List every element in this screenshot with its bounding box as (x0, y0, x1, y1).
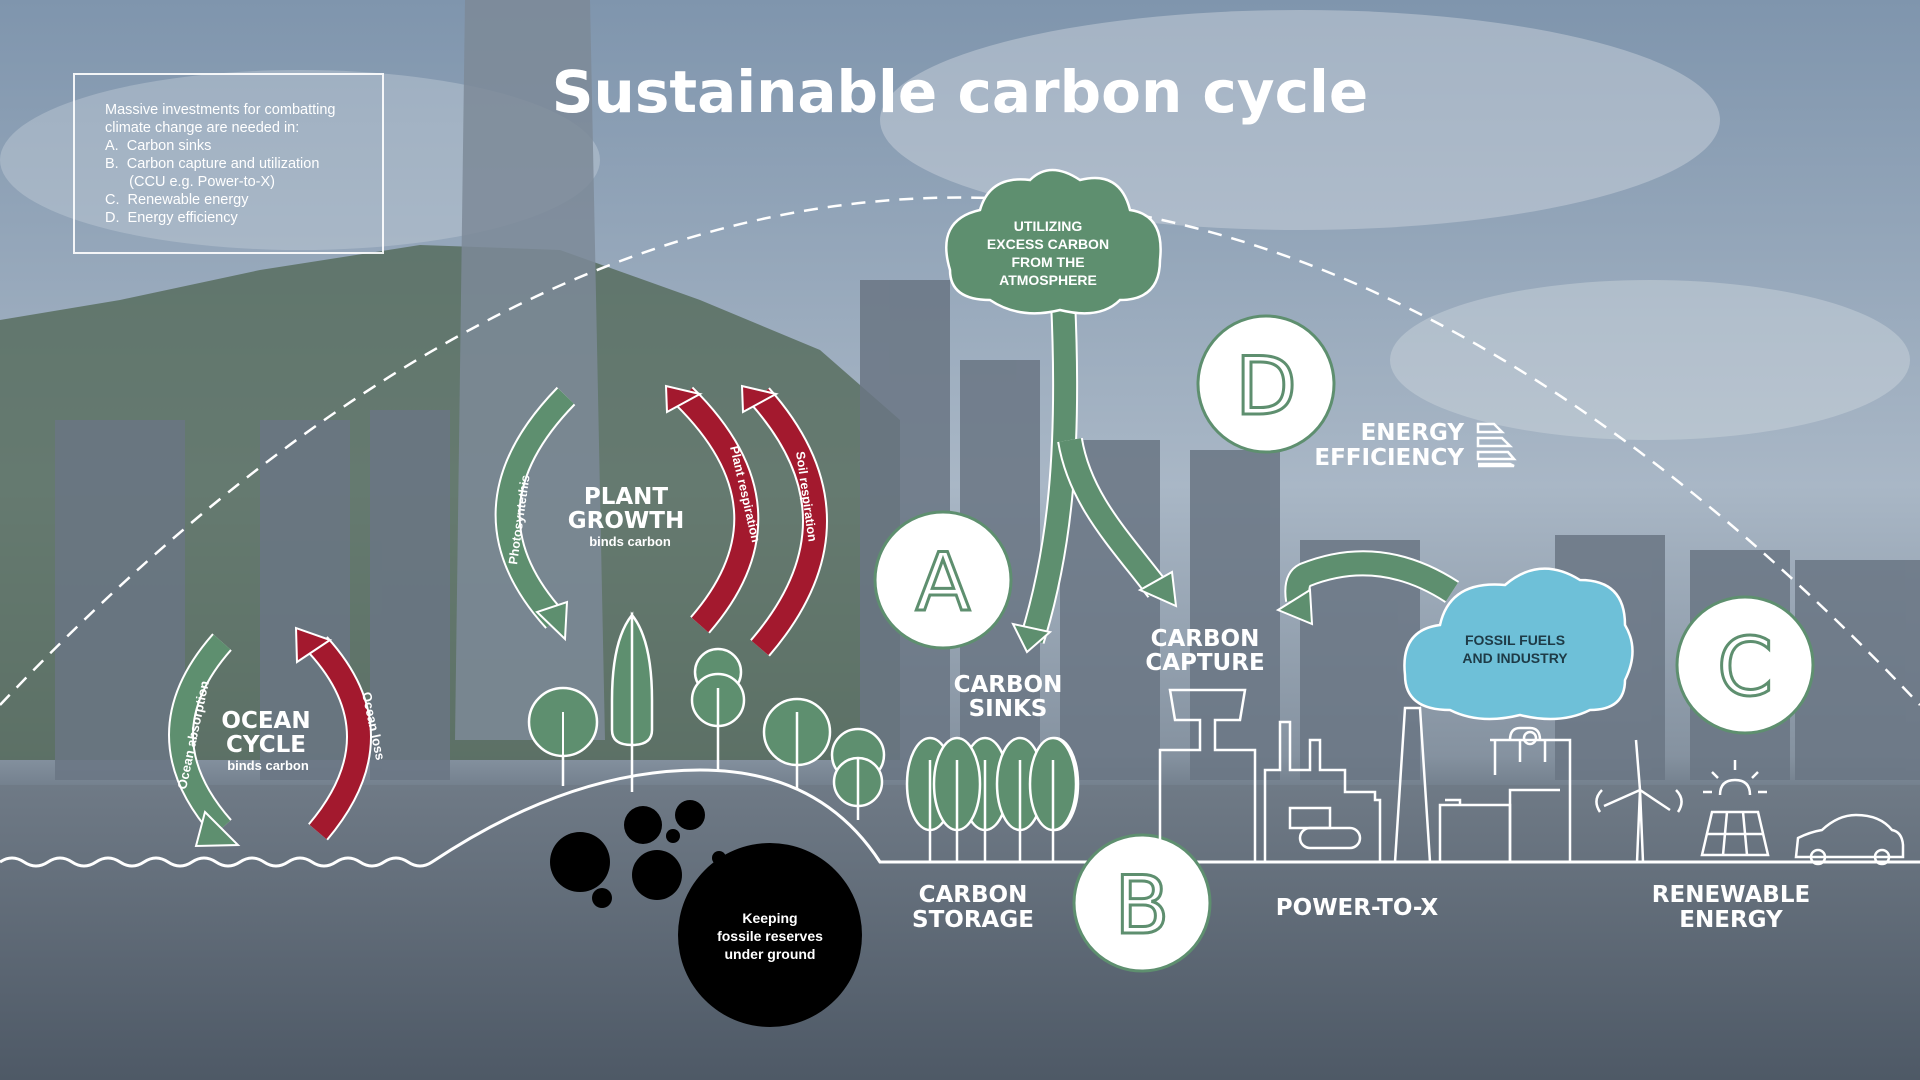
soil-respiration-arrow (740, 384, 828, 657)
legend-intro-line1: Massive investments for combatting (105, 102, 336, 118)
carbon-sinks-line1: CARBON (954, 672, 1063, 698)
fossil-to-capture-arrow (1275, 550, 1460, 626)
carbon-sink-trees (905, 736, 1080, 862)
renewable-energy-line2: ENERGY (1679, 907, 1783, 933)
svg-text:C: C (1717, 621, 1773, 714)
letter-circle-d: D (1196, 314, 1336, 454)
svg-text:B: B (1115, 859, 1170, 952)
atmosphere-line1: UTILIZING (1014, 218, 1083, 234)
carbon-storage-line2: STORAGE (912, 907, 1034, 933)
plant-respiration-arrow (664, 384, 760, 634)
ocean-absorption-arrow (168, 633, 241, 848)
letter-circle-a: A (873, 510, 1013, 650)
carbon-cycle-dashed-arc (0, 196, 1920, 706)
industry-outline (1158, 688, 1572, 863)
plant-trees (527, 611, 886, 820)
legend-item-c: C. Renewable energy (105, 192, 249, 208)
carbon-storage-line1: CARBON (919, 882, 1028, 908)
atmosphere-cloud (945, 168, 1162, 315)
plant-growth-subtitle: binds carbon (589, 534, 671, 549)
plant-growth-title-line1: PLANT (584, 484, 669, 510)
atmosphere-down-arrows (1011, 299, 1178, 654)
svg-text:D: D (1235, 340, 1297, 433)
legend-intro-line2: climate change are needed in: (105, 120, 300, 136)
energy-efficiency-line1: ENERGY (1361, 420, 1465, 446)
carbon-sinks-line2: SINKS (969, 696, 1048, 722)
atmosphere-line3: FROM THE (1011, 254, 1084, 270)
letter-circle-c: C (1675, 595, 1815, 735)
fossil-fuels-line1: FOSSIL FUELS (1465, 632, 1565, 648)
letter-circle-b: B (1072, 833, 1212, 973)
page-title: Sustainable carbon cycle (552, 58, 1368, 126)
atmosphere-line4: ATMOSPHERE (999, 272, 1097, 288)
carbon-capture-line2: CAPTURE (1145, 650, 1264, 676)
fossil-reserve-blobs (550, 800, 862, 1027)
electric-car-icon (1794, 813, 1905, 866)
photosynthesis-arrow (494, 386, 576, 642)
investment-legend-box: Massive investments for combatting clima… (73, 73, 384, 254)
ocean-cycle-title-line2: CYCLE (226, 732, 306, 758)
renewable-energy-line1: RENEWABLE (1652, 882, 1810, 908)
svg-text:A: A (916, 536, 971, 629)
reserves-line1: Keeping (742, 910, 797, 926)
energy-efficiency-icon (1476, 422, 1517, 468)
ocean-cycle-title-line1: OCEAN (221, 708, 310, 734)
fossil-fuels-line2: AND INDUSTRY (1462, 650, 1568, 666)
ground-line (0, 768, 1920, 868)
solar-panel-icon (1700, 760, 1770, 857)
legend-item-d: D. Energy efficiency (105, 210, 238, 226)
ocean-cycle-subtitle: binds carbon (227, 758, 309, 773)
plant-growth-title-line2: GROWTH (568, 508, 684, 534)
reserves-line2: fossile reserves (717, 928, 823, 944)
energy-efficiency-line2: EFFICIENCY (1314, 445, 1464, 471)
legend-item-b-detail: (CCU e.g. Power-to-X) (105, 174, 276, 190)
atmosphere-line2: EXCESS CARBON (987, 236, 1109, 252)
wind-turbine-icon (1595, 739, 1683, 863)
legend-item-a: A. Carbon sinks (105, 138, 212, 154)
reserves-line3: under ground (725, 946, 816, 962)
fossil-fuels-cloud (1403, 567, 1634, 721)
carbon-capture-line1: CARBON (1151, 626, 1260, 652)
legend-item-b: B. Carbon capture and utilization (105, 156, 320, 172)
power-to-x-label: POWER-TO-X (1276, 895, 1439, 921)
ocean-loss-arrow (294, 626, 372, 841)
